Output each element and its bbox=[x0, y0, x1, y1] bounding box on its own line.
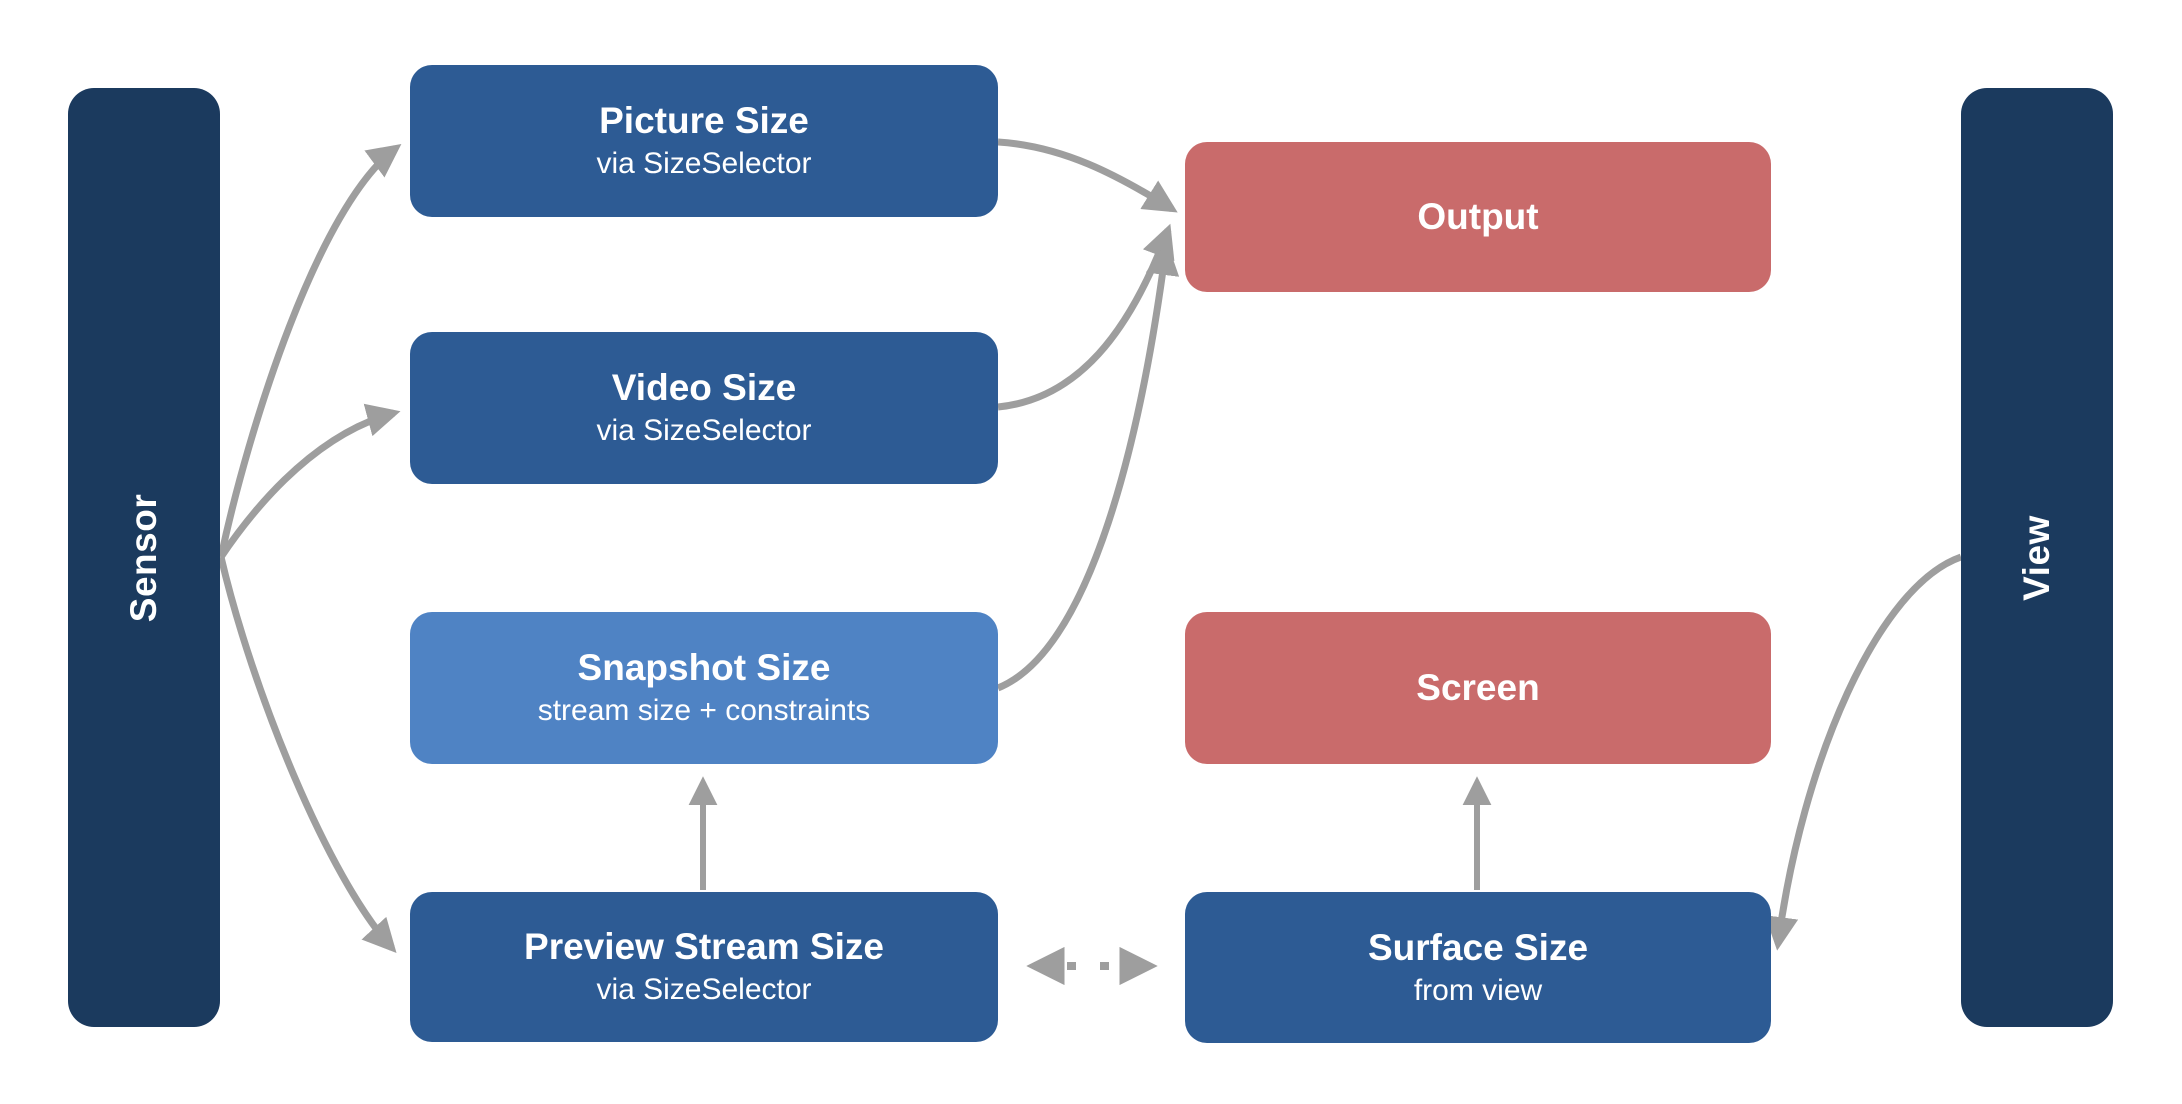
view-rail: View bbox=[1961, 88, 2113, 1027]
node-video-size: Video Size via SizeSelector bbox=[410, 332, 998, 484]
sensor-rail-label: Sensor bbox=[123, 493, 164, 622]
node-snapshot-size: Snapshot Size stream size + constraints bbox=[410, 612, 998, 764]
node-preview-stream-size: Preview Stream Size via SizeSelector bbox=[410, 892, 998, 1042]
sensor-rail: Sensor bbox=[68, 88, 220, 1027]
edge-sensor-to-preview bbox=[217, 556, 397, 953]
node-snapshot-size-subtitle: stream size + constraints bbox=[537, 694, 871, 727]
node-preview-stream-size-subtitle: via SizeSelector bbox=[596, 973, 812, 1006]
node-output-title: Output bbox=[1417, 196, 1539, 237]
node-snapshot-size-title: Snapshot Size bbox=[577, 647, 831, 688]
edge-snapshot-to-output bbox=[996, 241, 1180, 692]
node-output: Output bbox=[1185, 142, 1771, 292]
node-screen-title: Screen bbox=[1416, 667, 1540, 708]
node-screen: Screen bbox=[1185, 612, 1771, 764]
node-surface-size: Surface Size from view bbox=[1185, 892, 1771, 1043]
edge-sensor-to-video bbox=[218, 403, 401, 559]
edge-picture-to-output bbox=[997, 138, 1178, 213]
edge-view-to-surface bbox=[1764, 553, 1963, 951]
node-preview-stream-size-title: Preview Stream Size bbox=[524, 926, 884, 967]
edge-sensor-to-picture bbox=[217, 143, 402, 558]
node-video-size-title: Video Size bbox=[611, 367, 797, 408]
node-surface-size-title: Surface Size bbox=[1367, 926, 1589, 968]
node-video-size-subtitle: via SizeSelector bbox=[596, 414, 812, 447]
view-rail-label: View bbox=[2016, 514, 2057, 601]
node-surface-size-subtitle: from view bbox=[1413, 973, 1543, 1007]
node-picture-size: Picture Size via SizeSelector bbox=[410, 65, 998, 217]
node-picture-size-title: Picture Size bbox=[599, 100, 809, 141]
node-picture-size-subtitle: via SizeSelector bbox=[596, 147, 812, 180]
